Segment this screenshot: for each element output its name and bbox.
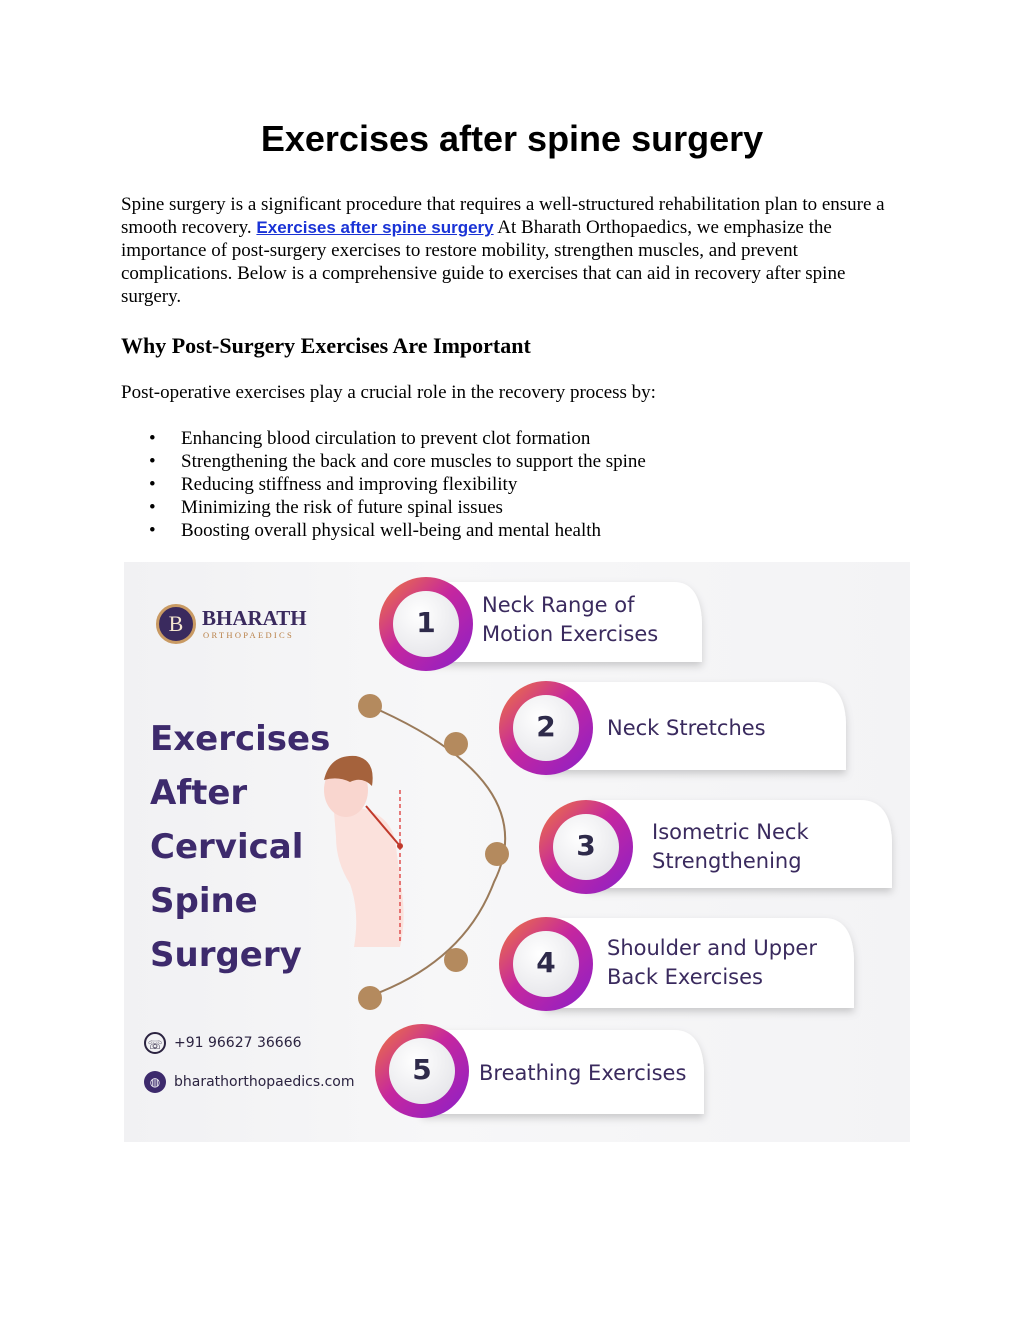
step-label-line: Isometric Neck: [652, 820, 809, 844]
step-label-line: Motion Exercises: [482, 622, 659, 646]
bead: [444, 732, 468, 756]
list-item: Enhancing blood circulation to prevent c…: [121, 427, 646, 450]
step-label-2: Neck Stretches: [607, 714, 766, 743]
step-card-3: [586, 800, 892, 888]
logo-subtitle: ORTHOPAEDICS: [203, 630, 295, 640]
intro-text-before: Spine surgery is a significant procedure…: [121, 194, 885, 238]
step-label-line: Back Exercises: [607, 965, 763, 989]
step-label-1: Neck Range of Motion Exercises: [482, 591, 658, 649]
intro-text-after: At Bharath Orthopaedics, we emphasize th…: [121, 217, 846, 307]
step-number-5: 5: [412, 1053, 432, 1086]
section-lead: Post-operative exercises play a crucial …: [121, 382, 656, 403]
patient-silhouette-icon: [324, 755, 404, 947]
list-item: Strengthening the back and core muscles …: [121, 450, 646, 473]
step-label-4: Shoulder and Upper Back Exercises: [607, 934, 817, 992]
website-text: bharathorthopaedics.com: [174, 1074, 355, 1090]
contact-phone: ☏ +91 96627 36666: [144, 1032, 302, 1054]
step-number-2: 2: [536, 710, 556, 743]
step-number-4: 4: [536, 946, 556, 979]
step-label-3: Isometric Neck Strengthening: [652, 818, 809, 876]
infographic: B BHARATH ORTHOPAEDICS Exercises After C…: [124, 562, 910, 1142]
contact-website: ◍ bharathorthopaedics.com: [144, 1071, 354, 1093]
infographic-title: Exercises After Cervical Spine Surgery: [150, 712, 350, 982]
step-inner-2: [513, 695, 579, 761]
list-item: Minimizing the risk of future spinal iss…: [121, 496, 646, 519]
list-item: Boosting overall physical well-being and…: [121, 519, 646, 542]
step-label-line: Breathing Exercises: [479, 1061, 687, 1085]
step-inner-3: [553, 814, 619, 880]
phone-number: +91 96627 36666: [174, 1035, 302, 1051]
step-card-5: [422, 1030, 704, 1114]
benefits-list: Enhancing blood circulation to prevent c…: [121, 427, 646, 542]
step-inner-4: [513, 931, 579, 997]
logo-emblem-icon: B: [156, 604, 196, 644]
spine-surgery-link[interactable]: Exercises after spine surgery: [256, 218, 494, 237]
infographic-title-line: Cervical: [150, 827, 304, 867]
infographic-title-line: Exercises: [150, 719, 331, 759]
infographic-title-line: Surgery: [150, 935, 302, 975]
step-label-line: Strengthening: [652, 849, 802, 873]
list-item: Reducing stiffness and improving flexibi…: [121, 473, 646, 496]
infographic-graphics: [324, 577, 892, 1118]
bead: [358, 694, 382, 718]
step-label-5: Breathing Exercises: [479, 1059, 686, 1088]
infographic-title-line: After: [150, 773, 248, 813]
step-number-3: 3: [576, 829, 596, 862]
step-label-line: Neck Stretches: [607, 716, 766, 740]
intro-paragraph: Spine surgery is a significant procedure…: [121, 193, 901, 308]
bead: [485, 842, 509, 866]
bead: [358, 986, 382, 1010]
step-label-line: Neck Range of: [482, 593, 635, 617]
globe-icon: ◍: [144, 1071, 166, 1093]
logo-name: BHARATH: [202, 606, 307, 630]
step-label-line: Shoulder and Upper: [607, 936, 817, 960]
step-inner-1: [393, 591, 459, 657]
step-card-2: [544, 682, 846, 770]
bead: [444, 948, 468, 972]
phone-icon: ☏: [144, 1032, 166, 1054]
infographic-title-line: Spine: [150, 881, 258, 921]
step-card-1: [424, 582, 702, 662]
section-heading: Why Post-Surgery Exercises Are Important: [121, 333, 531, 358]
step-card-4: [544, 918, 854, 1008]
page-title: Exercises after spine surgery: [260, 118, 764, 159]
step-inner-5: [389, 1038, 455, 1104]
step-number-1: 1: [416, 606, 436, 639]
